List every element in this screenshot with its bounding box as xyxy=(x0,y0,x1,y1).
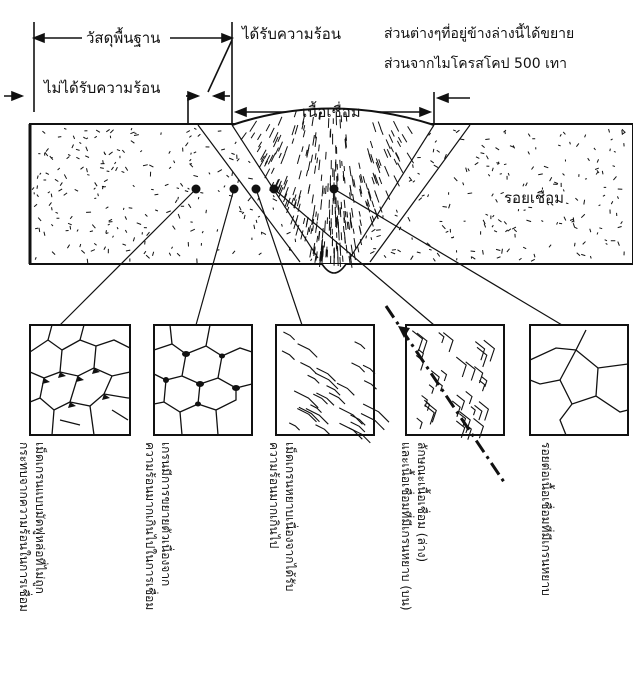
caption-2-line-2: ความร้อนมากเกินไปในการเชื่อม xyxy=(143,442,156,610)
caption-3-line-2: ความร้อนมากเกินไป xyxy=(267,442,280,548)
label-heat-affected: ได้รับความร้อน xyxy=(242,26,341,42)
micrograph-3 xyxy=(276,325,374,435)
caption-5-line-1: รอยต่อเนื้อเชื่อมที่มีเกรนหยาบ xyxy=(539,442,552,596)
label-magnified-note-2: ส่วนจากไมโครสโคป 500 เทา xyxy=(384,56,567,72)
caption-3-line-1: เม็ดเกรนหยาบเนื่องจากได้รับ xyxy=(283,442,296,591)
label-base-material: วัสดุพื้นฐาน xyxy=(86,30,160,46)
micrograph-5 xyxy=(530,325,628,435)
caption-2-line-1: เกรนมีการขยายตัวเนื่องจาก xyxy=(159,442,172,586)
caption-1-line-2: กระทบจากความร้อนในการเชื่อม xyxy=(17,442,30,612)
label-weld-metal: เนื้อเชื่อม xyxy=(302,104,361,120)
micrograph-4 xyxy=(406,325,504,435)
label-not-heat-affected: ไม่ได้รับความร้อน xyxy=(44,80,160,96)
caption-4-line-1: ลักษณะเนื้อเชื่อม (ล่าง) xyxy=(415,442,428,562)
caption-1-line-1: เม็ดเกรนแบบมัดฟูหล่อที่ไม่ถูก xyxy=(33,442,46,594)
caption-4-line-2: และเนื้อเชื่อมที่มีเกรนหยาบ (บน) xyxy=(399,442,412,611)
label-weld-bead: รอยเชื่อม xyxy=(504,190,564,206)
label-magnified-note-1: ส่วนต่างๆที่อยู่ข้างล่างนี้ได้ขยาย xyxy=(384,26,574,42)
